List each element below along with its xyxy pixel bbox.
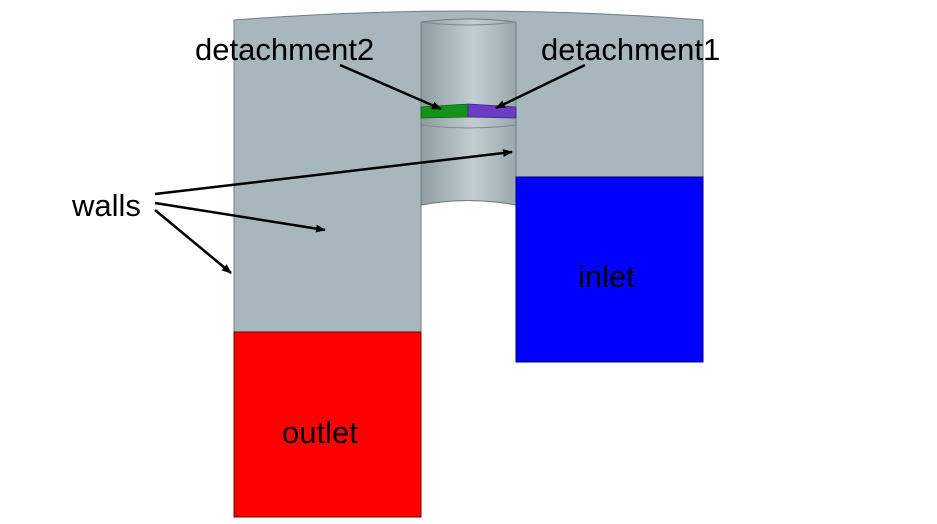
inlet-region (515, 176, 704, 363)
cylinder-top-edge (420, 21, 517, 26)
outlet-region (233, 331, 422, 518)
label-detachment1: detachment1 (541, 32, 720, 67)
label-walls: walls (71, 188, 141, 223)
arrow-detachment2 (339, 63, 442, 111)
arrow-walls-cylinder (154, 149, 513, 196)
label-inlet: inlet (578, 259, 635, 294)
arrow-walls-face (154, 201, 326, 233)
arrow-detachment1 (495, 63, 586, 110)
label-outlet: outlet (282, 415, 358, 450)
label-detachment2: detachment2 (195, 32, 374, 67)
cylinder-band-edge (420, 124, 517, 129)
arrow-walls-edge (154, 209, 232, 274)
